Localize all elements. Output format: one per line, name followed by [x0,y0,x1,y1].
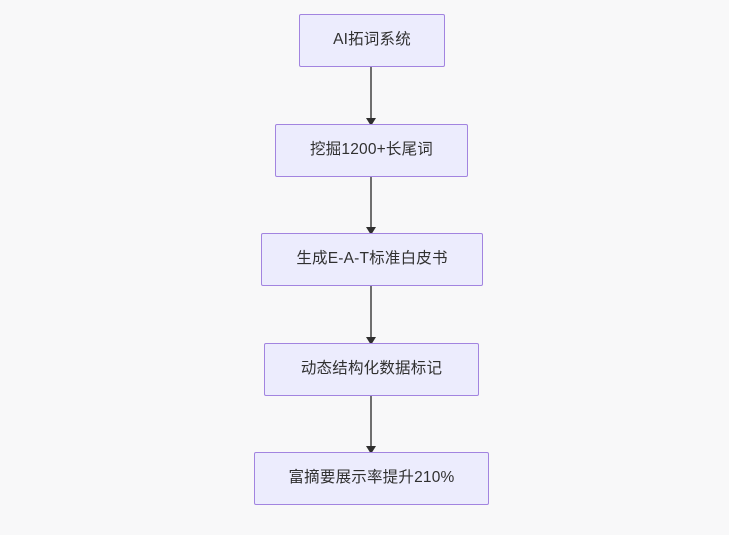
flow-node-ai-keyword-system[interactable]: AI拓词系统 [299,14,445,67]
edge-n2-n3 [365,177,376,235]
flow-node-label: 富摘要展示率提升210% [288,469,455,487]
flow-node-label: AI拓词系统 [333,31,411,49]
edge-line [370,67,372,124]
flow-node-longtail-mining[interactable]: 挖掘1200+长尾词 [275,124,468,177]
edge-line [370,177,372,233]
flow-node-label: 生成E-A-T标准白皮书 [296,250,448,268]
flow-node-label: 动态结构化数据标记 [300,360,443,378]
edge-n1-n2 [365,67,376,126]
flow-node-rich-snippet-result[interactable]: 富摘要展示率提升210% [254,452,489,505]
edge-n3-n4 [365,286,376,345]
flow-node-eat-whitepaper[interactable]: 生成E-A-T标准白皮书 [261,233,483,286]
edge-n4-n5 [365,396,376,454]
edge-line [370,396,372,452]
flow-node-structured-data-markup[interactable]: 动态结构化数据标记 [264,343,479,396]
edge-line [370,286,372,343]
flow-node-label: 挖掘1200+长尾词 [309,141,434,159]
